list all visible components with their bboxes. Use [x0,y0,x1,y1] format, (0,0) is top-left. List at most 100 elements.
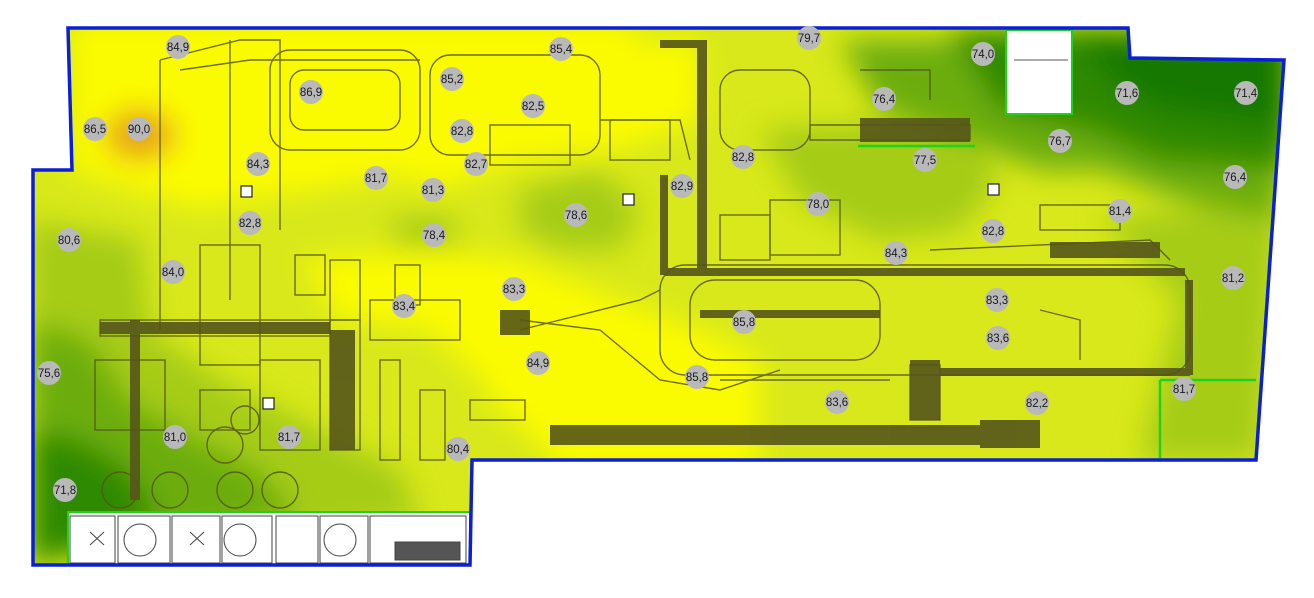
measurement-value: 71,4 [1235,88,1258,100]
reference-square [987,183,1000,196]
measurement-value: 78,6 [565,210,587,222]
measurement-point[interactable]: 82,8 [238,211,262,235]
measurement-point[interactable]: 71,4 [1234,81,1258,105]
measurement-point[interactable]: 82,8 [450,119,474,143]
measurement-value: 75,6 [38,368,60,380]
measurement-value: 81,0 [164,432,186,444]
measurement-value: 79,7 [798,33,820,45]
reference-square [622,193,635,206]
measurement-value: 80,6 [58,235,80,247]
measurement-point[interactable]: 80,4 [446,437,470,461]
measurement-value: 77,5 [914,155,936,167]
measurement-value: 90,0 [128,124,150,136]
reference-square [262,397,275,410]
measurement-point[interactable]: 81,7 [1172,377,1196,401]
measurement-point[interactable]: 84,0 [161,260,185,284]
measurement-value: 84,9 [527,358,549,370]
measurement-value: 80,4 [447,444,470,456]
measurement-value: 76,7 [1049,136,1071,148]
measurement-point[interactable]: 75,6 [37,361,61,385]
measurement-point[interactable]: 82,2 [1025,391,1049,415]
measurement-point[interactable]: 84,9 [166,35,190,59]
measurement-point[interactable]: 81,3 [421,178,445,202]
measurement-point[interactable]: 76,4 [1223,165,1247,189]
measurement-point[interactable]: 74,0 [971,42,995,66]
measurement-point[interactable]: 83,3 [985,288,1009,312]
measurement-point[interactable]: 84,9 [526,351,550,375]
measurement-value: 82,7 [465,159,487,171]
measurement-point[interactable]: 84,3 [884,241,908,265]
measurement-value: 82,5 [522,101,544,113]
measurement-point[interactable]: 84,3 [246,152,270,176]
measurement-point[interactable]: 81,2 [1221,266,1245,290]
measurement-point[interactable]: 85,8 [685,365,709,389]
measurement-point[interactable]: 81,0 [163,425,187,449]
measurement-point[interactable]: 82,7 [464,152,488,176]
measurement-point[interactable]: 85,4 [549,37,573,61]
measurement-value: 71,6 [1116,88,1138,100]
measurement-point[interactable]: 76,7 [1048,129,1072,153]
measurement-value: 81,7 [365,173,387,185]
measurement-point[interactable]: 82,8 [981,219,1005,243]
measurement-point[interactable]: 77,5 [913,148,937,172]
measurement-value: 86,9 [300,87,322,99]
measurement-point[interactable]: 78,4 [422,223,446,247]
measurement-value: 81,7 [1173,384,1195,396]
measurement-point[interactable]: 79,7 [797,26,821,50]
reference-squares [240,183,1000,410]
measurement-value: 76,4 [1224,172,1247,184]
measurement-point[interactable]: 81,7 [364,166,388,190]
measurement-value: 81,3 [422,185,444,197]
measurement-value: 85,8 [733,317,755,329]
measurement-point[interactable]: 90,0 [127,117,151,141]
measurement-value: 85,4 [550,44,573,56]
measurement-value: 82,8 [239,218,261,230]
measurement-point[interactable]: 78,0 [806,192,830,216]
measurement-point[interactable]: 83,6 [825,390,849,414]
measurement-value: 78,4 [423,230,446,242]
measurement-point[interactable]: 83,4 [392,294,416,318]
measurement-value: 83,6 [987,333,1009,345]
measurement-value: 83,3 [986,295,1008,307]
measurement-value: 82,8 [732,152,754,164]
measurement-points: 84,9 85,4 79,7 74,0 85,2 86,9 82,5 76,4 … [37,26,1258,502]
measurement-value: 81,2 [1222,273,1244,285]
measurement-point[interactable]: 71,8 [53,478,77,502]
measurement-point[interactable]: 81,7 [277,425,301,449]
measurement-point[interactable]: 82,9 [670,174,694,198]
measurement-value: 81,7 [278,432,300,444]
measurement-value: 82,2 [1026,398,1048,410]
measurement-value: 84,3 [247,159,269,171]
rooms [67,29,1073,566]
room-north-1 [1005,29,1073,115]
measurement-value: 71,8 [54,485,76,497]
measurement-value: 83,4 [393,301,416,313]
measurement-point[interactable]: 80,6 [57,228,81,252]
reference-square [240,185,253,198]
measurement-value: 84,9 [167,42,189,54]
measurement-point[interactable]: 71,6 [1115,81,1139,105]
measurement-point[interactable]: 86,9 [299,80,323,104]
machinery-solid [100,40,1193,500]
hall-boundary [31,26,1286,567]
measurement-value: 84,3 [885,248,907,260]
measurement-value: 82,8 [982,226,1004,238]
zone-high-lower [480,300,740,460]
measurement-point[interactable]: 82,8 [731,145,755,169]
measurement-point[interactable]: 85,2 [440,67,464,91]
measurement-value: 83,3 [503,284,525,296]
measurement-point[interactable]: 83,3 [502,277,526,301]
measurement-point[interactable]: 78,6 [564,203,588,227]
measurement-value: 81,4 [1109,206,1132,218]
measurement-value: 86,5 [84,124,106,136]
measurement-point[interactable]: 76,4 [872,87,896,111]
measurement-point[interactable]: 83,6 [986,326,1010,350]
measurement-point[interactable]: 82,5 [521,94,545,118]
measurement-point[interactable]: 85,8 [732,310,756,334]
measurement-value: 76,4 [873,94,896,106]
measurement-value: 82,8 [451,126,473,138]
measurement-value: 85,2 [441,74,463,86]
measurement-point[interactable]: 86,5 [83,117,107,141]
measurement-point[interactable]: 81,4 [1108,199,1132,223]
